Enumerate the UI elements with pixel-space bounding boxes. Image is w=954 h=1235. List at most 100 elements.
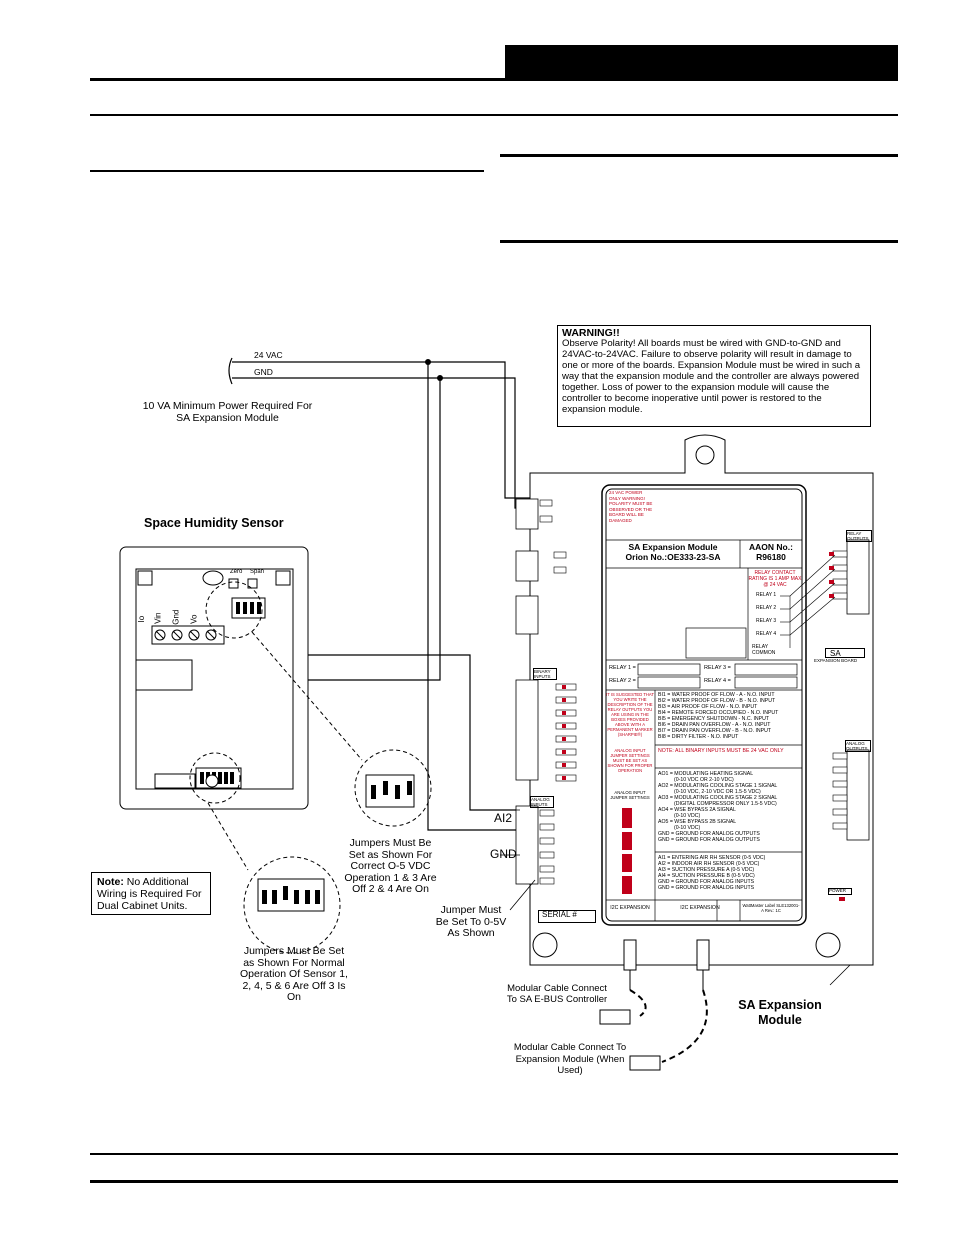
board-expansion-board: EXPANSION BOARD bbox=[814, 658, 858, 663]
board-analog-inputs-hdr: ANALOG INPUTS bbox=[530, 796, 554, 808]
wire-junction-1 bbox=[425, 359, 431, 365]
footer-rule-2 bbox=[90, 1180, 898, 1183]
board-relay-field-3: RELAY 3 = bbox=[704, 665, 731, 671]
right-section-rule-1 bbox=[500, 154, 898, 157]
board-bi-note: NOTE: ALL BINARY INPUTS MUST BE 24 VAC O… bbox=[658, 748, 784, 754]
bi-line: BI6 = DRAIN PAN OVERFLOW - A - N.O. INPU… bbox=[658, 722, 771, 728]
board-analog-inputs: AI1 = ENTERING AIR RH SENSOR (0-5 VDC) A… bbox=[658, 855, 802, 891]
sensor-title: Space Humidity Sensor bbox=[144, 516, 284, 530]
bi-line: BI1 = WATER PROOF OF FLOW - A - N.O. INP… bbox=[658, 692, 775, 698]
modular-cables bbox=[599, 939, 710, 1071]
board-serial-label: SERIAL # bbox=[538, 910, 596, 923]
wire-junction-2 bbox=[437, 375, 443, 381]
ao-line: AO1 = MODULATING HEATING SIGNAL bbox=[658, 771, 754, 777]
sensor-terminal-block bbox=[151, 625, 225, 645]
module-title: SA Expansion Module bbox=[738, 998, 822, 1027]
board-orion-no: Orion No.:OE333-23-SA bbox=[625, 552, 721, 562]
board-i2c-2: I2C EXPANSION bbox=[680, 905, 720, 911]
bi-line: BI7 = DRAIN PAN OVERFLOW - B - N.O. INPU… bbox=[658, 728, 772, 734]
warning-box: WARNING!! Observe Polarity! All boards m… bbox=[557, 325, 871, 427]
sensor-terminal-vin: Vin bbox=[153, 612, 163, 624]
board-binary-inputs-hdr: BINARY INPUTS bbox=[533, 668, 557, 680]
ao-line: AO4 = WSE BYPASS 2A SIGNAL bbox=[658, 807, 736, 813]
note-text: No Additional Wiring is Required For Dua… bbox=[97, 876, 202, 912]
note-label: Note: bbox=[97, 876, 124, 888]
right-section-rule-2 bbox=[500, 240, 898, 243]
board-relay-4: RELAY 4 bbox=[756, 631, 777, 637]
board-relay-suggest: IT IS SUGGESTED THAT YOU WRITE THE DESCR… bbox=[606, 692, 654, 737]
board-relay-field-4: RELAY 4 = bbox=[704, 678, 731, 684]
board-relay-field-1: RELAY 1 = bbox=[609, 665, 636, 671]
ao-line: (0-10 VDC, 2-10 VDC OR 1.5-5 VDC) bbox=[674, 789, 761, 795]
power-gnd-label: GND bbox=[254, 367, 273, 377]
board-relay-common: RELAY COMMON bbox=[752, 644, 776, 656]
power-wires bbox=[228, 357, 530, 831]
board-analog-outputs-hdr: ANALOG OUTPUTS bbox=[845, 740, 871, 752]
ai-line: AI2 = INDOOR AIR RH SENSOR (0-5 VDC) bbox=[658, 861, 760, 867]
board-analog-outputs: AO1 = MODULATING HEATING SIGNAL (0-10 VD… bbox=[658, 771, 802, 843]
footer-rule-1 bbox=[90, 1153, 898, 1155]
ai-line: AI1 = ENTERING AIR RH SENSOR (0-5 VDC) bbox=[658, 855, 766, 861]
header-black-block bbox=[505, 45, 898, 79]
bi-line: BI3 = AIR PROOF OF FLOW - N.O. INPUT bbox=[658, 704, 758, 710]
sensor-terminal-io: Io bbox=[137, 615, 147, 623]
board-binary-inputs: BI1 = WATER PROOF OF FLOW - A - N.O. INP… bbox=[658, 692, 802, 740]
ai-line: AI3 = SUCTION PRESSURE A (0-5 VDC) bbox=[658, 867, 755, 873]
terminal-strips bbox=[515, 498, 870, 885]
board-analog-jumper-label: ANALOG INPUT JUMPER SETTINGS bbox=[610, 790, 650, 800]
ao-line: (0-10 VDC) bbox=[674, 813, 701, 819]
board-relay-outputs-hdr: RELAY OUTPUTS bbox=[846, 530, 872, 542]
header-rule-top bbox=[90, 78, 898, 81]
ai-line: AI4 = SUCTION PRESSURE B (0-5 VDC) bbox=[658, 873, 755, 879]
bi-line: BI2 = WATER PROOF OF FLOW - B - N.O. INP… bbox=[658, 698, 776, 704]
board-aaon-label: AAON No.: bbox=[749, 542, 793, 552]
board-relay-1: RELAY 1 bbox=[756, 592, 777, 598]
board-aaon-no: R96180 bbox=[756, 552, 786, 562]
ai-line: GND = GROUND FOR ANALOG INPUTS bbox=[658, 879, 755, 885]
ao-line: (DIGITAL COMPRESSOR ONLY 1.5-5 VDC) bbox=[674, 801, 777, 807]
ao-line: (0-10 VDC OR 2-10 VDC) bbox=[674, 777, 734, 783]
ai2-label: AI2 bbox=[494, 811, 513, 825]
warning-title: WARNING!! bbox=[562, 327, 620, 339]
sensor-zero-label: Zero bbox=[230, 569, 243, 575]
board-power-warning: 24 VAC POWER ONLY WARNING! POLARITY MUST… bbox=[609, 490, 653, 523]
sensor-terminal-vo: Vo bbox=[189, 614, 199, 624]
power-24vac-label: 24 VAC bbox=[254, 350, 283, 360]
jumper-correct-note: Jumpers Must Be Set as Shown For Correct… bbox=[344, 837, 437, 895]
warning-body: Observe Polarity! All boards must be wir… bbox=[562, 338, 861, 415]
modular-expansion-label: Modular Cable Connect To Expansion Modul… bbox=[513, 1042, 627, 1076]
board-power-hdr: POWER bbox=[828, 888, 852, 895]
ai-line: GND = GROUND FOR ANALOG INPUTS bbox=[658, 885, 755, 891]
bi-line: BI5 = EMERGENCY SHUTDOWN - N.C. INPUT bbox=[658, 716, 770, 722]
sensor-span-label: Span bbox=[250, 569, 265, 575]
gnd-label: GND bbox=[490, 847, 517, 861]
ao-line: (0-10 VDC) bbox=[674, 825, 701, 831]
ao-line: AO3 = MODULATING COOLING STAGE 2 SIGNAL bbox=[658, 795, 778, 801]
power-note: 10 VA Minimum Power Required For SA Expa… bbox=[142, 400, 313, 424]
bi-line: BI8 = DIRTY FILTER - N.O. INPUT bbox=[658, 734, 739, 740]
ao-line: GND = GROUND FOR ANALOG OUTPUTS bbox=[658, 831, 760, 837]
board-relay-3: RELAY 3 bbox=[756, 618, 777, 624]
ao-line: GND = GROUND FOR ANALOG OUTPUTS bbox=[658, 837, 760, 843]
jumper-0-5v-note: Jumper Must Be Set To 0-5V As Shown bbox=[435, 904, 507, 939]
bi-line: BI4 = REMOTE FORCED OCCUPIED - N.O. INPU… bbox=[658, 710, 779, 716]
sensor-dip-switch bbox=[231, 597, 266, 619]
board-relay-field-2: RELAY 2 = bbox=[609, 678, 636, 684]
board-relay-2: RELAY 2 bbox=[756, 605, 777, 611]
left-section-rule bbox=[90, 170, 484, 172]
jumper-normal-note: Jumpers Must Be Set as Shown For Normal … bbox=[240, 945, 348, 1003]
board-analog-jumper-note: ANALOG INPUT JUMPER SETTINGS MUST BE SET… bbox=[607, 748, 653, 773]
note-box: Note: No Additional Wiring is Required F… bbox=[91, 872, 211, 915]
board-i2c-1: I2C EXPANSION bbox=[610, 905, 650, 911]
relay-leds bbox=[562, 552, 845, 901]
board-sa-badge: SA bbox=[825, 648, 865, 658]
sensor-terminal-gnd: Gnd bbox=[171, 609, 181, 625]
ao-line: AO5 = WSE BYPASS 2B SIGNAL bbox=[658, 819, 737, 825]
board-relay-rating: RELAY CONTACT RATING IS 1 AMP MAX @ 24 V… bbox=[748, 570, 802, 588]
modular-ebus-label: Modular Cable Connect To SA E-BUS Contro… bbox=[506, 983, 608, 1005]
callout-dashes bbox=[189, 581, 432, 954]
board-module-name: SA Expansion Module bbox=[628, 542, 718, 552]
ao-line: AO2 = MODULATING COOLING STAGE 1 SIGNAL bbox=[658, 783, 778, 789]
header-rule-2 bbox=[90, 114, 898, 116]
